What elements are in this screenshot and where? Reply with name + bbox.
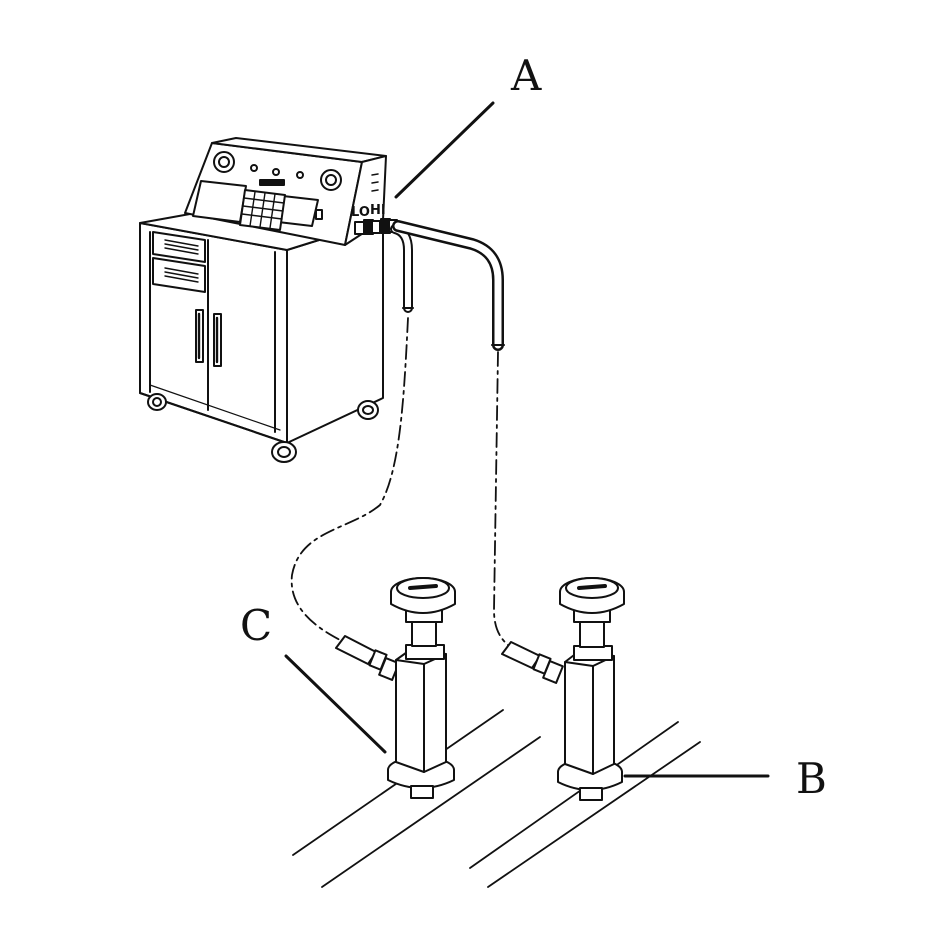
callout-b: B [796,754,827,803]
cart-casters [147,393,379,463]
callout-a: A [510,51,542,100]
callout-c: C [240,601,272,650]
floor-rails [292,709,701,888]
leader-lines [284,101,770,778]
lo-port-label: LO [351,205,370,220]
test-cart [139,137,398,463]
jack-c [335,577,456,799]
hi-port-label: HI [370,203,386,218]
jack-b [501,577,625,801]
